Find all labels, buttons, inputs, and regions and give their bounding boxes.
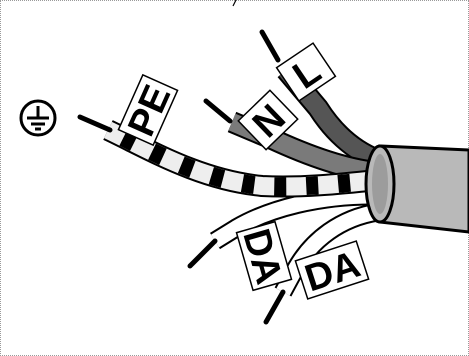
label-l: L bbox=[275, 42, 337, 102]
cable-jacket bbox=[364, 144, 469, 234]
conductor-da-1 bbox=[187, 238, 218, 269]
top-tick bbox=[232, 0, 237, 7]
conductor-da-2 bbox=[263, 289, 286, 325]
conductor-pe bbox=[77, 114, 113, 133]
protective-earth-icon bbox=[19, 99, 57, 137]
wire-da-1 bbox=[187, 186, 373, 269]
conductor-l bbox=[259, 29, 281, 63]
conductor-n bbox=[203, 98, 233, 124]
label-da-1: DA bbox=[234, 220, 293, 292]
pe-stripes bbox=[104, 121, 379, 196]
wire-pe bbox=[77, 114, 380, 198]
svg-text:DA: DA bbox=[234, 224, 290, 288]
